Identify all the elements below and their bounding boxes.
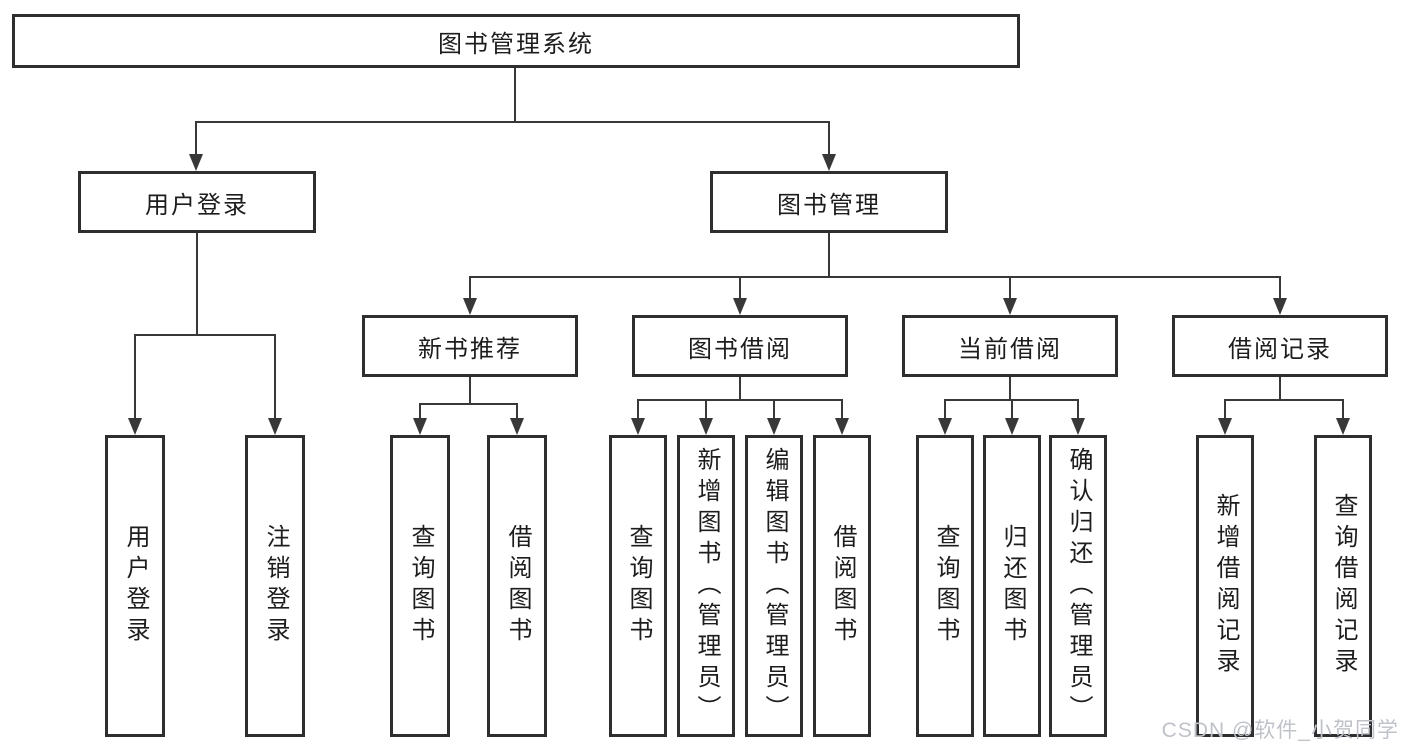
connector-drop-recd-leaf2 <box>1342 399 1344 418</box>
arrowhead-borrow <box>733 298 747 315</box>
arrowhead-records <box>1273 298 1287 315</box>
arrowhead-bor-leaf2 <box>699 418 713 435</box>
arrowhead-bor-leaf3 <box>767 418 781 435</box>
connector-mgmt-bar <box>469 276 1281 278</box>
connector-drop-bor-leaf3 <box>773 399 775 418</box>
connector-records-stem <box>1279 377 1281 401</box>
connector-drop-current <box>1009 276 1011 298</box>
connector-root-stem <box>514 68 516 123</box>
arrowhead-book-mgmt <box>822 154 836 171</box>
arrowhead-user-login <box>189 154 203 171</box>
connector-login-bar <box>134 334 276 336</box>
arrowhead-recd-leaf2 <box>1336 418 1350 435</box>
connector-drop-recd-leaf1 <box>1224 399 1226 418</box>
leaf-query-borrow-record: 查询借阅记录 <box>1314 435 1372 737</box>
leaf-add-borrow-record: 新增借阅记录 <box>1196 435 1254 737</box>
arrowhead-rec-leaf2 <box>510 418 524 435</box>
connector-recommend-stem <box>469 377 471 405</box>
arrowhead-cur-leaf3 <box>1071 418 1085 435</box>
leaf-edit-book-admin: 编辑图书（管理员） <box>745 435 803 737</box>
node-new-book-recommend: 新书推荐 <box>362 315 578 377</box>
connector-drop-borrow <box>739 276 741 298</box>
arrowhead-recd-leaf1 <box>1218 418 1232 435</box>
connector-drop-login-leaf1 <box>134 334 136 418</box>
connector-recommend-bar <box>419 403 518 405</box>
connector-borrow-bar <box>637 399 843 401</box>
node-book-borrow: 图书借阅 <box>632 315 848 377</box>
leaf-borrow-book: 借阅图书 <box>813 435 871 737</box>
arrowhead-login-leaf2 <box>268 418 282 435</box>
node-current-borrow: 当前借阅 <box>902 315 1118 377</box>
connector-drop-book-mgmt <box>828 121 830 155</box>
connector-records-bar <box>1224 399 1344 401</box>
arrowhead-current <box>1003 298 1017 315</box>
connector-root-bar <box>195 121 830 123</box>
leaf-add-book-admin: 新增图书（管理员） <box>677 435 735 737</box>
arrowhead-rec-leaf1 <box>413 418 427 435</box>
connector-drop-bor-leaf1 <box>637 399 639 418</box>
leaf-user-login: 用户登录 <box>105 435 165 737</box>
node-root: 图书管理系统 <box>12 14 1020 68</box>
connector-drop-bor-leaf2 <box>705 399 707 418</box>
connector-drop-cur-leaf2 <box>1011 399 1013 418</box>
arrowhead-login-leaf1 <box>128 418 142 435</box>
leaf-borrow-query-book: 查询图书 <box>609 435 667 737</box>
leaf-current-query-book: 查询图书 <box>916 435 974 737</box>
connector-login-stem <box>196 233 198 336</box>
connector-drop-rec-leaf1 <box>419 403 421 418</box>
node-borrow-records: 借阅记录 <box>1172 315 1388 377</box>
arrowhead-recommend <box>463 298 477 315</box>
leaf-return-book: 归还图书 <box>983 435 1041 737</box>
arrowhead-bor-leaf1 <box>631 418 645 435</box>
connector-current-stem <box>1009 377 1011 401</box>
watermark: CSDN @软件_小贺同学 <box>1161 719 1399 742</box>
leaf-confirm-return-admin: 确认归还（管理员） <box>1049 435 1107 737</box>
arrowhead-cur-leaf2 <box>1005 418 1019 435</box>
arrowhead-bor-leaf4 <box>835 418 849 435</box>
connector-drop-user-login <box>195 121 197 155</box>
leaf-recommend-borrow-book: 借阅图书 <box>487 435 547 737</box>
connector-drop-records <box>1279 276 1281 298</box>
connector-drop-recommend <box>469 276 471 298</box>
connector-mgmt-stem <box>828 233 830 278</box>
connector-drop-login-leaf2 <box>274 334 276 418</box>
leaf-logout: 注销登录 <box>245 435 305 737</box>
arrowhead-cur-leaf1 <box>938 418 952 435</box>
node-user-login: 用户登录 <box>78 171 316 233</box>
connector-drop-cur-leaf1 <box>944 399 946 418</box>
node-book-mgmt: 图书管理 <box>710 171 948 233</box>
leaf-recommend-query-book: 查询图书 <box>390 435 450 737</box>
connector-drop-rec-leaf2 <box>516 403 518 418</box>
connector-drop-cur-leaf3 <box>1077 399 1079 418</box>
connector-drop-bor-leaf4 <box>841 399 843 418</box>
connector-borrow-stem <box>739 377 741 401</box>
